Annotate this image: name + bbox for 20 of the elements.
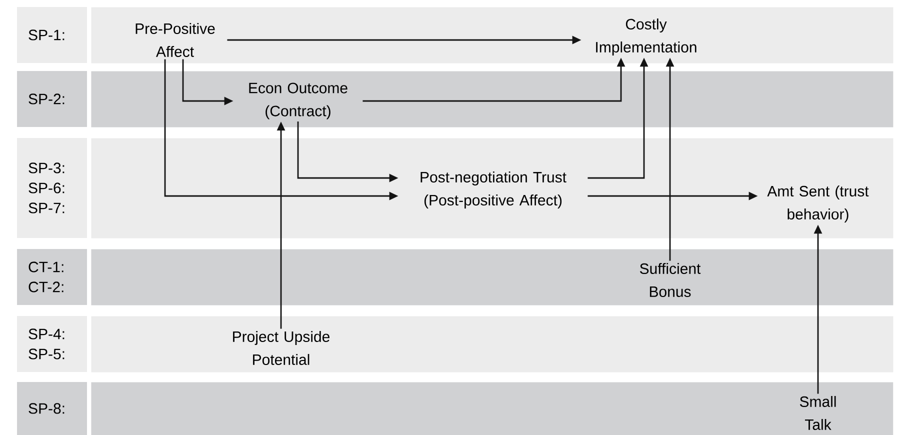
row-band xyxy=(91,249,894,306)
concept-label: Small Talk xyxy=(800,396,836,430)
row-band xyxy=(91,316,894,372)
row-label-box: SP-2: xyxy=(17,71,87,127)
concept-label: Project Upside Potential xyxy=(233,330,330,365)
row-label-box: SP-3: SP-6: SP-7: xyxy=(17,138,87,238)
row-band xyxy=(91,71,894,128)
row-band xyxy=(91,382,894,435)
row-band xyxy=(91,138,894,238)
concept-label: Sufficient Bonus xyxy=(640,262,701,297)
row-label-box: SP-4: SP-5: xyxy=(17,316,87,372)
row-label-box: CT-1: CT-2: xyxy=(17,249,87,305)
concept-label: Post-negotiation Trust (Post-positive Affect) xyxy=(420,172,566,208)
row-label-box: SP-1: xyxy=(17,7,87,63)
concept-label: Econ Outcome (Contract) xyxy=(249,82,348,120)
row-band xyxy=(91,7,894,64)
row-label-box: SP-8: xyxy=(17,382,87,435)
concept-label: Amt Sent (trust behavior) xyxy=(767,186,869,222)
concept-label: Pre-Positive Affect xyxy=(136,22,215,57)
concept-label: Costly Implementation xyxy=(596,18,696,56)
